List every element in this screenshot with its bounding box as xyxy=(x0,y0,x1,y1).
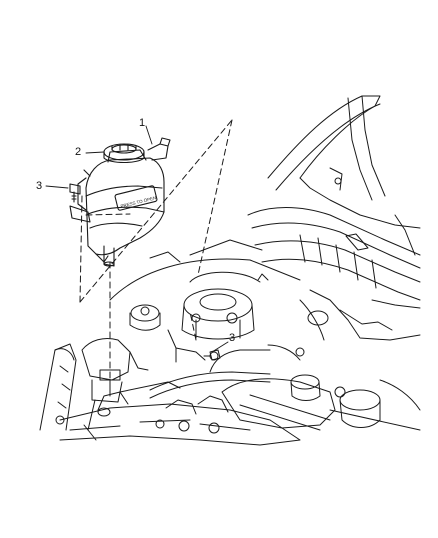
callout-3-lower: 3 xyxy=(229,332,236,344)
mounting-bolt xyxy=(203,349,221,361)
callout-2: 2 xyxy=(75,146,82,158)
coolant-reservoir xyxy=(69,137,171,267)
reservoir-label-panel xyxy=(114,185,158,211)
callout-3-upper: 3 xyxy=(36,180,43,192)
engine-bay xyxy=(39,95,421,446)
callout-1: 1 xyxy=(139,117,146,129)
dashed-leaders xyxy=(79,119,233,391)
callout-leaders xyxy=(45,125,229,353)
